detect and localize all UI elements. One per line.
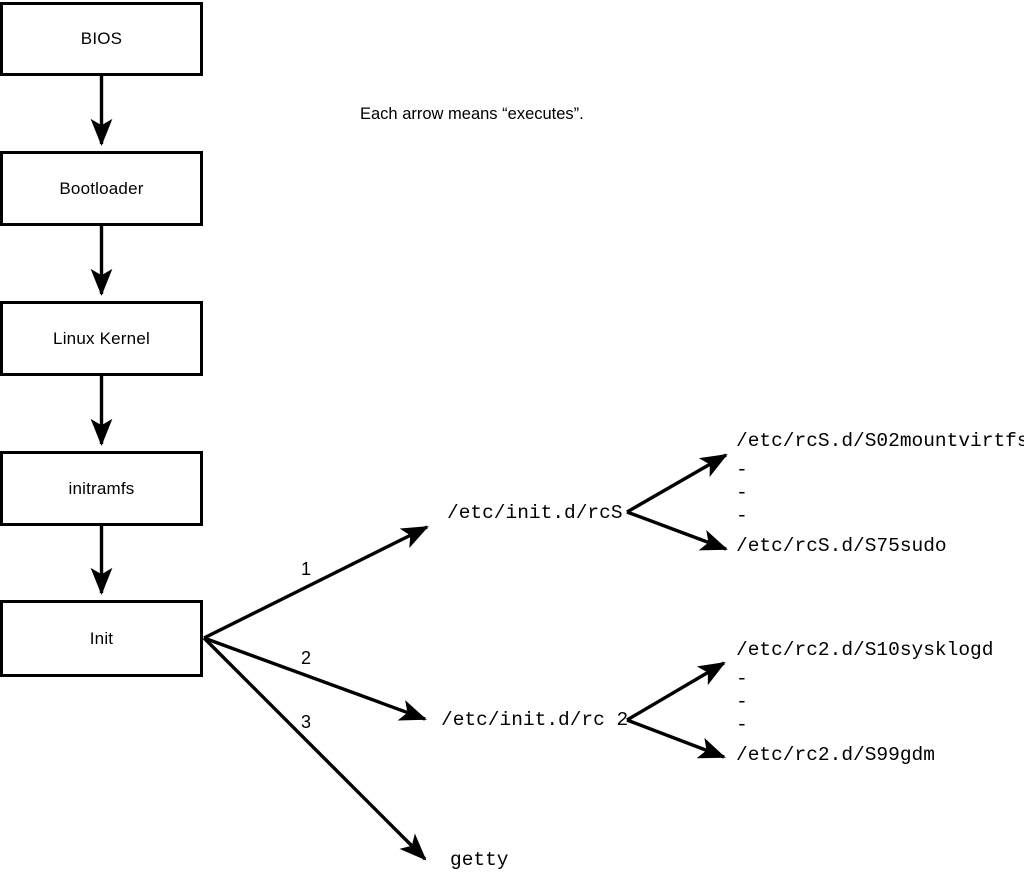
node-initramfs[interactable]: initramfs bbox=[0, 451, 203, 526]
node-init-label: Init bbox=[89, 628, 114, 648]
label-rcs-d-last[interactable]: /etc/rcS.d/S75sudo bbox=[736, 535, 947, 557]
node-linux-kernel[interactable]: Linux Kernel bbox=[0, 301, 203, 376]
node-init[interactable]: Init bbox=[0, 600, 203, 677]
label-init-d-rcs[interactable]: /etc/init.d/rcS bbox=[447, 502, 623, 524]
label-init-d-rc2[interactable]: /etc/init.d/rc 2 bbox=[441, 709, 629, 731]
rcs-ellipsis-dash-2: - bbox=[736, 482, 748, 504]
rc2-branch-arrow-first bbox=[626, 661, 726, 722]
rcs-branch-arrow-first bbox=[626, 453, 728, 514]
rcs-ellipsis-dash-3: - bbox=[736, 505, 748, 527]
rc2-ellipsis-dash-1: - bbox=[736, 668, 748, 690]
init-branch-number-2: 2 bbox=[301, 648, 312, 668]
diagram-caption: Each arrow means “executes”. bbox=[360, 105, 584, 123]
rc2-branch-arrow-last bbox=[626, 718, 726, 759]
init-branch-number-1: 1 bbox=[301, 559, 312, 579]
node-bootloader-label: Bootloader bbox=[59, 178, 144, 198]
init-branch-number-3: 3 bbox=[301, 712, 312, 732]
init-branch-arrow-3 bbox=[202, 636, 427, 861]
init-branch-arrow-2 bbox=[203, 636, 427, 721]
node-bios[interactable]: BIOS bbox=[0, 2, 203, 76]
label-rc2-d-first[interactable]: /etc/rc2.d/S10sysklogd bbox=[736, 639, 994, 661]
label-rcs-d-first[interactable]: /etc/rcS.d/S02mountvirtfs bbox=[736, 430, 1024, 452]
node-bootloader[interactable]: Bootloader bbox=[0, 151, 203, 226]
label-getty[interactable]: getty bbox=[450, 849, 509, 871]
rc2-ellipsis-dash-3: - bbox=[736, 714, 748, 736]
label-rc2-d-last[interactable]: /etc/rc2.d/S99gdm bbox=[736, 744, 935, 766]
node-bios-label: BIOS bbox=[80, 29, 123, 48]
node-initramfs-label: initramfs bbox=[68, 478, 135, 498]
rcs-ellipsis-dash-1: - bbox=[736, 459, 748, 481]
init-branch-arrow-1 bbox=[203, 525, 429, 640]
node-linux-kernel-label: Linux Kernel bbox=[53, 328, 150, 348]
rcs-branch-arrow-last bbox=[626, 510, 728, 551]
rc2-ellipsis-dash-2: - bbox=[736, 691, 748, 713]
